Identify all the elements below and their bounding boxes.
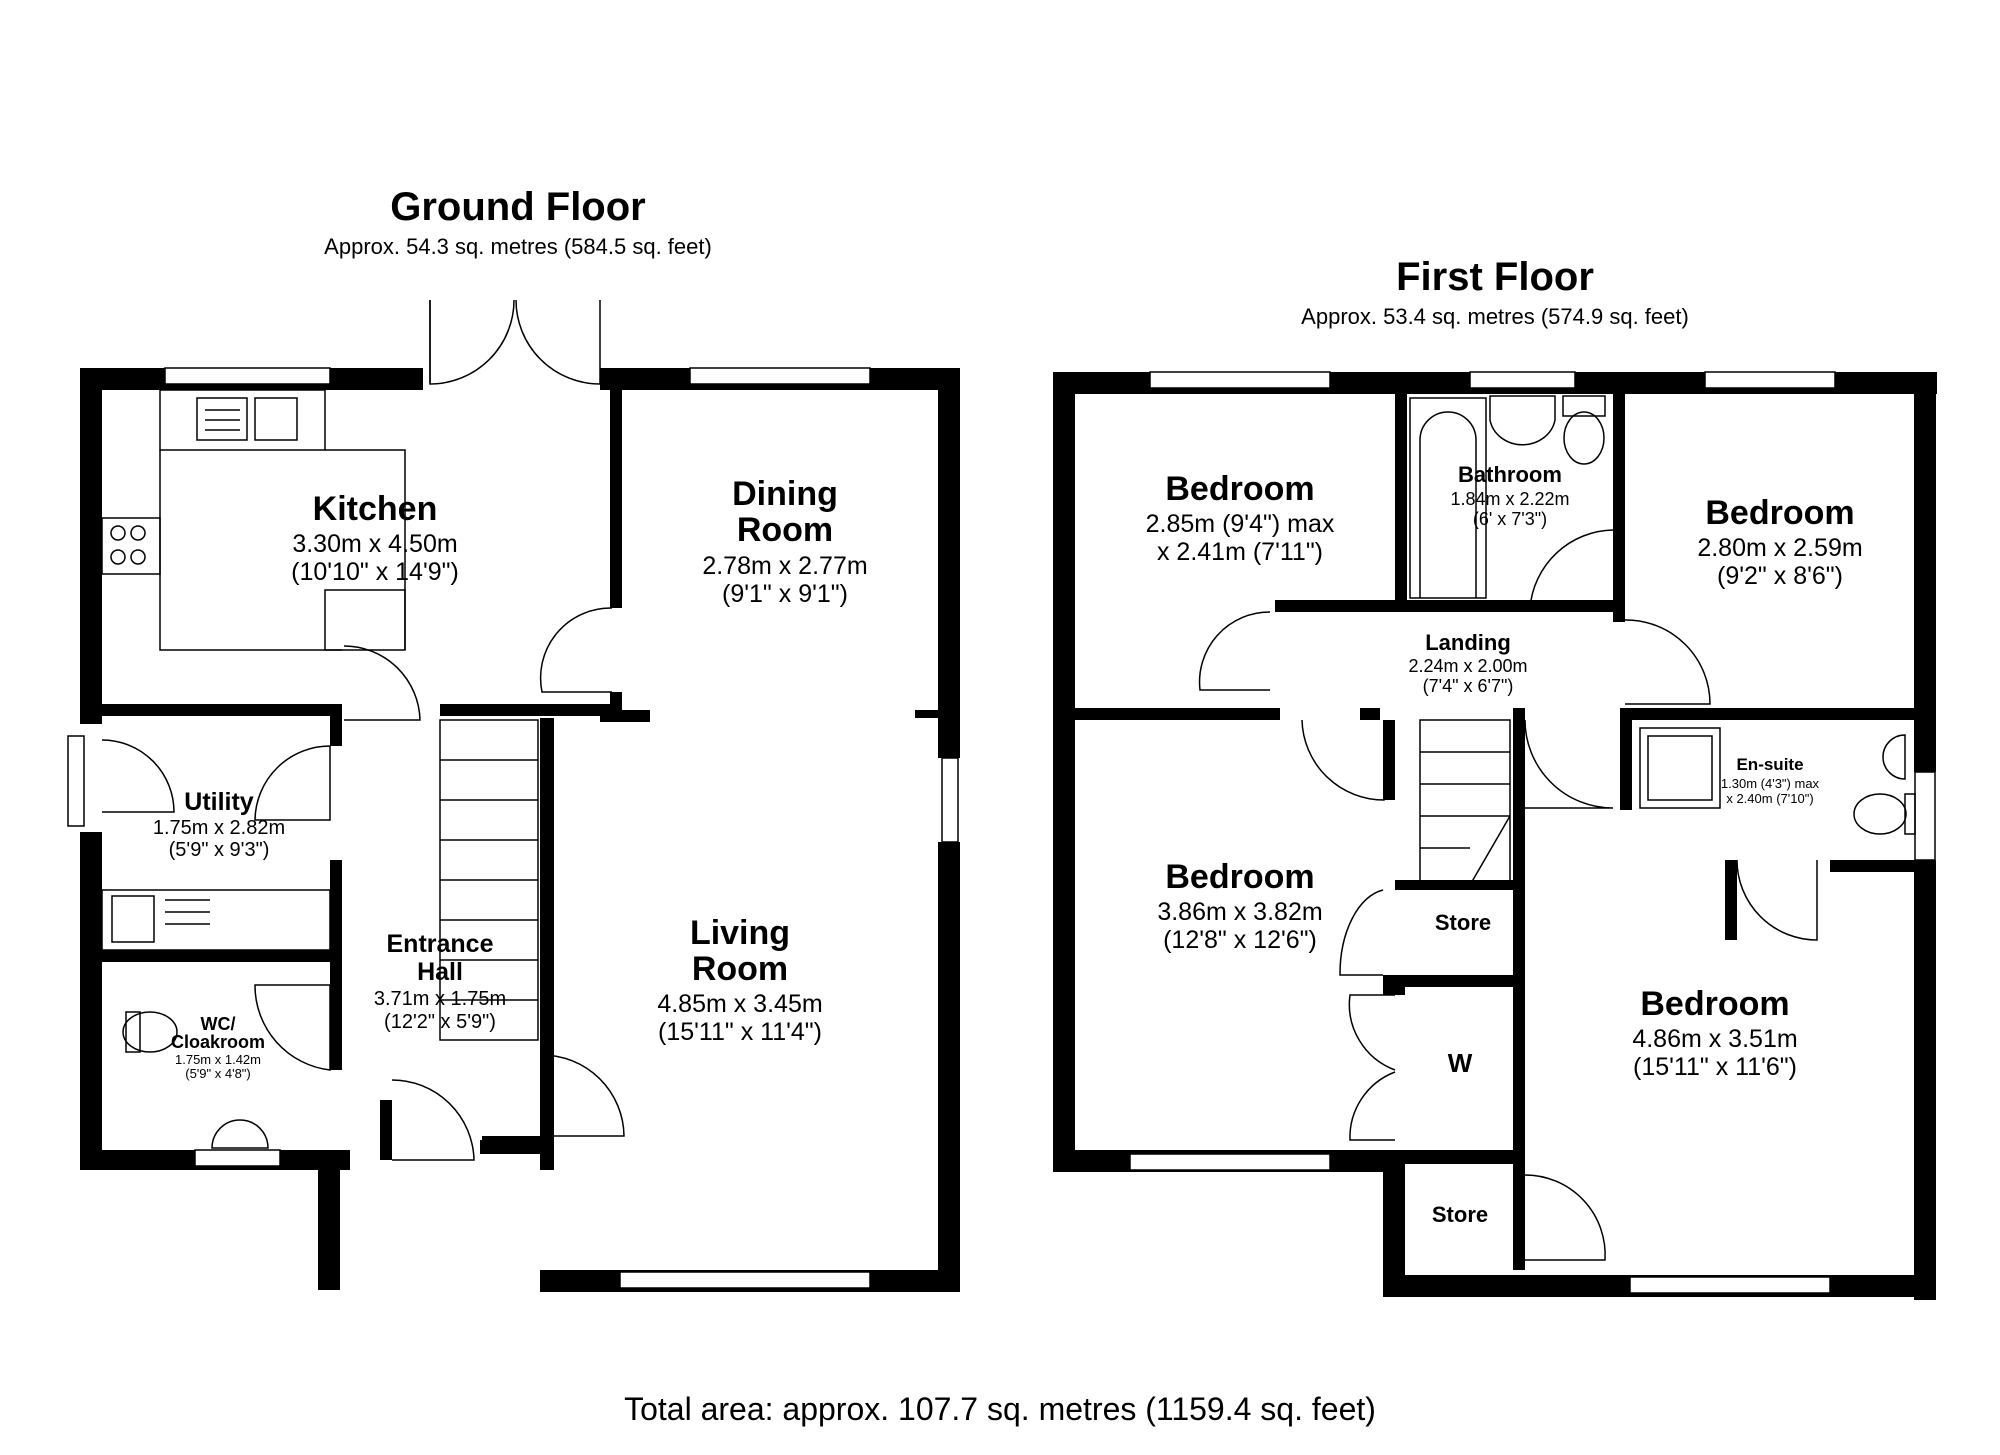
ground-floor-area: Approx. 54.3 sq. metres (584.5 sq. feet) (324, 234, 712, 259)
first-floor-windows (1129, 371, 1936, 1294)
store1-name: Store (1435, 910, 1491, 935)
ensuite-imperial: x 2.40m (7'10") (1726, 791, 1813, 806)
landing-name: Landing (1425, 630, 1511, 655)
kitchen-metric: 3.30m x 4.50m (292, 530, 457, 558)
living-imperial: (15'11" x 11'4") (658, 1018, 822, 1046)
bathroom-imperial: (6' x 7'3") (1473, 509, 1547, 529)
bathroom-metric: 1.84m x 2.22m (1450, 489, 1569, 509)
kitchen-name: Kitchen (313, 490, 438, 528)
dining-metric: 2.78m x 2.77m (702, 552, 867, 580)
ground-floor-plan: Ground Floor Approx. 54.3 sq. metres (58… (67, 185, 960, 1292)
ground-floor-fixtures (101, 299, 625, 1161)
bathroom-name: Bathroom (1458, 462, 1562, 487)
living-name-line1: Living (690, 914, 790, 952)
landing-imperial: (7'4" x 6'7") (1423, 676, 1514, 696)
dining-name-line2: Room (737, 511, 833, 549)
utility-imperial: (5'9" x 9'3") (169, 839, 270, 861)
bedroom1-name: Bedroom (1165, 470, 1314, 508)
hall-metric: 3.71m x 1.75m (374, 988, 506, 1010)
utility-metric: 1.75m x 2.82m (153, 817, 285, 839)
ensuite-name: En-suite (1736, 755, 1803, 774)
bedroom2-metric: 2.80m x 2.59m (1697, 534, 1862, 562)
first-floor-plan: First Floor Approx. 53.4 sq. metres (574… (1053, 255, 1937, 1300)
ground-floor-room-labels: Kitchen 3.30m x 4.50m (10'10" x 14'9") D… (153, 475, 868, 1081)
bedroom1-metric: 2.85m (9'4") max (1146, 510, 1335, 538)
hall-imperial: (12'2" x 5'9") (384, 1011, 496, 1033)
dining-imperial: (9'1" x 9'1") (722, 580, 848, 608)
bedroom3-imperial: (12'8" x 12'6") (1163, 926, 1317, 954)
hall-name-line1: Entrance (387, 930, 494, 958)
dining-name-line1: Dining (732, 475, 838, 513)
ground-floor-title: Ground Floor (390, 185, 646, 229)
first-floor-fixtures (1198, 395, 1916, 1261)
total-area: Total area: approx. 107.7 sq. metres (11… (624, 1391, 1376, 1427)
first-floor-room-labels: Bedroom 2.85m (9'4") max x 2.41m (7'11")… (1146, 462, 1863, 1227)
landing-metric: 2.24m x 2.00m (1408, 656, 1527, 676)
wc-name-line1: WC/ (201, 1014, 236, 1034)
kitchen-imperial: (10'10" x 14'9") (291, 558, 459, 586)
ground-floor-windows (67, 367, 959, 1289)
bedroom4-metric: 4.86m x 3.51m (1632, 1025, 1797, 1053)
wc-name-line2: Cloakroom (171, 1032, 265, 1052)
wc-imperial: (5'9" x 4'8") (185, 1066, 251, 1081)
utility-name: Utility (184, 788, 254, 816)
wardrobe-name: W (1448, 1048, 1473, 1078)
first-floor-title: First Floor (1396, 255, 1594, 299)
bedroom1-imperial: x 2.41m (7'11") (1157, 538, 1323, 566)
living-metric: 4.85m x 3.45m (657, 990, 822, 1018)
store2-name: Store (1432, 1202, 1488, 1227)
first-floor-area: Approx. 53.4 sq. metres (574.9 sq. feet) (1301, 304, 1689, 329)
bedroom2-imperial: (9'2" x 8'6") (1717, 562, 1843, 590)
hall-name-line2: Hall (417, 958, 463, 986)
bedroom2-name: Bedroom (1705, 494, 1854, 532)
ensuite-metric: 1.30m (4'3") max (1721, 776, 1820, 791)
bedroom4-imperial: (15'11" x 11'6") (1633, 1053, 1797, 1081)
bedroom4-name: Bedroom (1640, 985, 1789, 1023)
living-name-line2: Room (692, 950, 788, 988)
wc-metric: 1.75m x 1.42m (175, 1052, 261, 1067)
bedroom3-name: Bedroom (1165, 858, 1314, 896)
bedroom3-metric: 3.86m x 3.82m (1157, 898, 1322, 926)
